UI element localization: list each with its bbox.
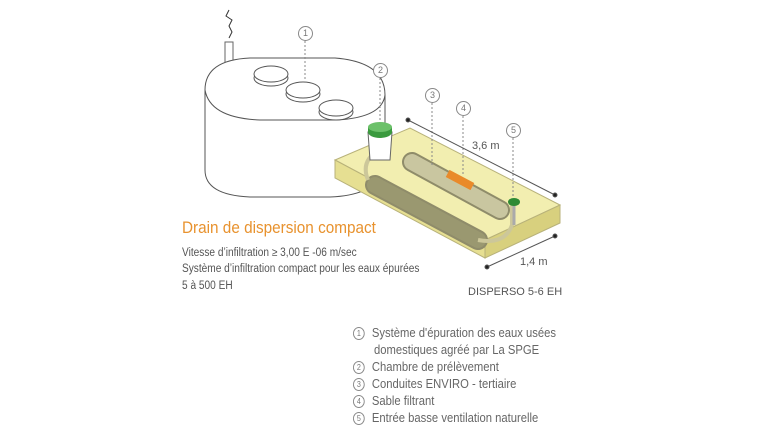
legend-text: Entrée basse ventilation naturelle xyxy=(371,411,539,425)
model-label: DISPERSO 5-6 EH xyxy=(468,286,563,298)
legend-text: Sable filtrant xyxy=(371,394,435,408)
legend-item-4: 4 Sable filtrant xyxy=(353,394,434,408)
enviro-pipes xyxy=(363,148,514,250)
low-vent-inlet xyxy=(508,198,520,225)
legend-text: Chambre de prélèvement xyxy=(371,360,499,374)
width-dimension: 1,4 m xyxy=(520,256,548,268)
sampling-chamber xyxy=(367,122,393,161)
callout-leaders xyxy=(304,41,514,196)
legend-item-3: 3 Conduites ENVIRO - tertiaire xyxy=(353,377,516,391)
legend-item-1-cont: domestiques agréé par La SPGE xyxy=(374,343,540,357)
legend-text: Conduites ENVIRO - tertiaire xyxy=(371,377,517,391)
legend-num: 1 xyxy=(353,327,365,340)
legend-num: 5 xyxy=(353,412,365,425)
legend-num: 3 xyxy=(353,378,365,391)
length-dimension: 3,6 m xyxy=(472,140,500,152)
legend-item-5: 5 Entrée basse ventilation naturelle xyxy=(353,411,538,425)
info-line-3: 5 à 500 EH xyxy=(182,280,233,292)
legend-num: 2 xyxy=(353,361,365,374)
callout-3: 3 xyxy=(425,88,440,103)
dimension-lines xyxy=(405,117,558,270)
legend-item-1: 1 Système d'épuration des eaux usées xyxy=(353,326,556,340)
legend-text: Système d'épuration des eaux usées xyxy=(371,326,557,340)
info-line-2: Système d’infiltration compact pour les … xyxy=(182,263,420,275)
info-line-1: Vitesse d’infiltration ≥ 3,00 E -06 m/se… xyxy=(182,247,357,259)
callout-1: 1 xyxy=(298,26,313,41)
page-title: Drain de dispersion compact xyxy=(182,218,376,237)
callout-4: 4 xyxy=(456,101,471,116)
legend-item-2: 2 Chambre de prélèvement xyxy=(353,360,499,374)
callout-5: 5 xyxy=(506,123,521,138)
callout-2: 2 xyxy=(373,63,388,78)
legend-num: 4 xyxy=(353,395,365,408)
